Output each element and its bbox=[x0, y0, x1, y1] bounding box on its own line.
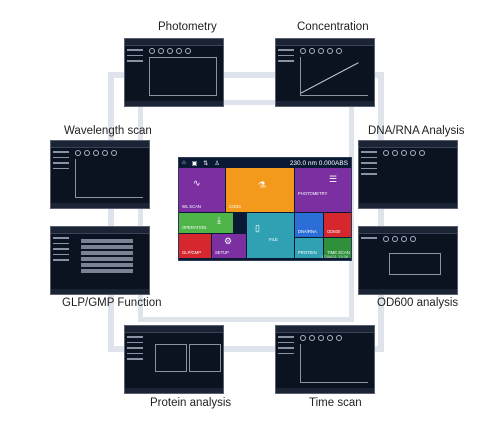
gear-icon: ⚙ bbox=[224, 236, 233, 246]
label-dna-rna: DNA/RNA Analysis bbox=[368, 125, 465, 137]
list-icon: ☰ bbox=[329, 174, 338, 184]
thumb-photometry[interactable] bbox=[124, 38, 224, 107]
user-icon[interactable]: ♙ bbox=[214, 160, 220, 167]
date-time-status: 17/06/21 13:36 bbox=[321, 254, 348, 259]
flask-icon: ⚗ bbox=[258, 180, 267, 190]
label-photometry: Photometry bbox=[158, 21, 217, 33]
label-protein: Protein analysis bbox=[150, 397, 232, 409]
scan-icon: ∿ bbox=[193, 178, 201, 188]
thumb-glp-gmp[interactable] bbox=[50, 226, 150, 295]
label-time-scan: Time scan bbox=[309, 397, 362, 409]
thumb-wavelength-scan[interactable] bbox=[50, 140, 150, 209]
tile-protein[interactable]: PROTEIN bbox=[295, 238, 323, 258]
thumb-dna-rna[interactable] bbox=[358, 140, 458, 209]
tile-dna-rna[interactable]: DNA/RNA bbox=[295, 213, 323, 237]
usb-icon[interactable]: ⇅ bbox=[203, 160, 209, 167]
tile-od600[interactable]: OD600 bbox=[324, 213, 351, 237]
file-icon: ▯ bbox=[255, 223, 260, 233]
thumb-concentration[interactable] bbox=[275, 38, 375, 107]
tile-photometry[interactable]: ☰ PHOTOMETRY bbox=[295, 168, 351, 212]
tile-time-scan[interactable]: TIME SCAN bbox=[324, 238, 351, 258]
wavelength-abs-readout: 230.0 nm 0.000ABS bbox=[289, 159, 348, 167]
label-od600: OD600 analysis bbox=[377, 297, 459, 309]
tile-conc[interactable]: ⚗ CONC bbox=[226, 168, 294, 212]
thumb-protein[interactable] bbox=[124, 325, 224, 394]
tile-wl-scan[interactable]: ∿ WL SCAN bbox=[179, 168, 225, 212]
outer-frame bbox=[108, 72, 384, 352]
tile-setup[interactable]: ⚙ SETUP bbox=[212, 234, 246, 258]
tile-glp-gmp[interactable]: GLP/GMP bbox=[179, 234, 211, 258]
print-icon[interactable]: ▣ bbox=[191, 160, 198, 167]
home-icon[interactable]: ⌂ bbox=[182, 160, 186, 166]
main-screen: ⌂ ▣ ⇅ ♙ 230.0 nm 0.000ABS ∿ WL SCAN ⚗ CO… bbox=[178, 157, 352, 261]
download-icon: ⤓ bbox=[217, 215, 221, 225]
tile-file[interactable]: ▯ FILE bbox=[247, 213, 294, 258]
thumb-od600[interactable] bbox=[358, 226, 458, 295]
label-concentration: Concentration bbox=[297, 21, 369, 33]
thumb-time-scan[interactable] bbox=[275, 325, 375, 394]
label-wavelength-scan: Wavelength scan bbox=[64, 125, 152, 137]
tile-operation[interactable]: ⤓ OPERATION bbox=[179, 213, 233, 233]
label-glp-gmp: GLP/GMP Function bbox=[62, 297, 162, 309]
